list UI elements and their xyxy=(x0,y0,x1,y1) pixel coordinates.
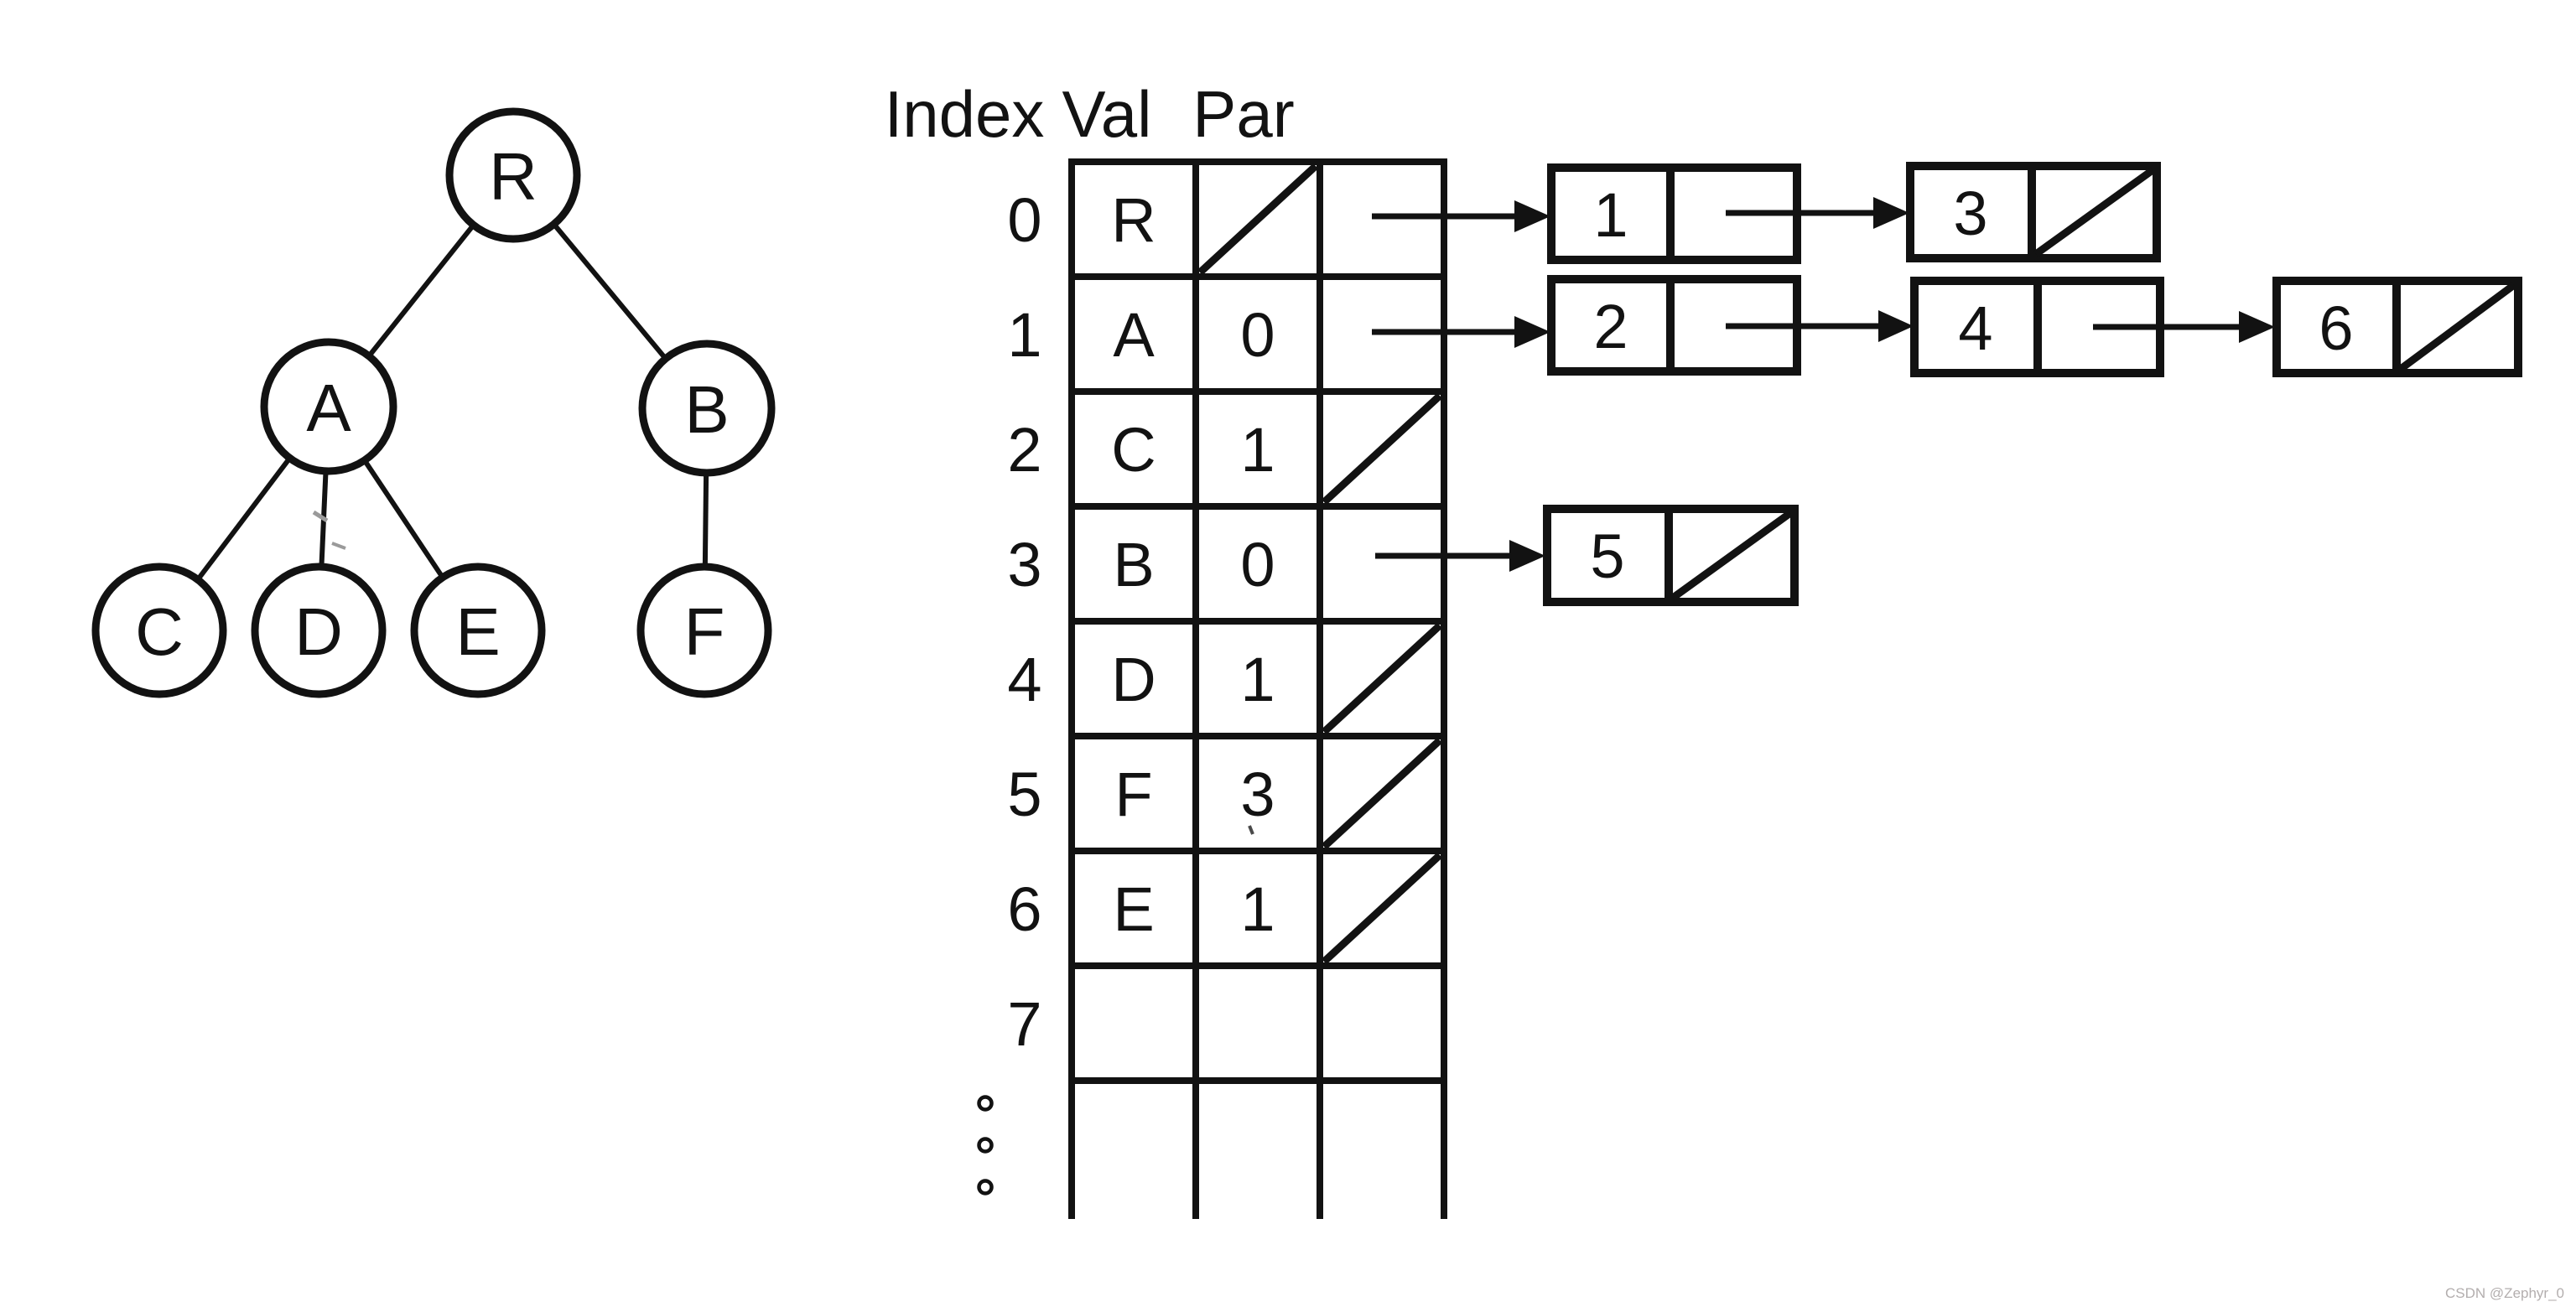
null-slash xyxy=(1670,510,1793,601)
val-cell: A xyxy=(1113,300,1155,370)
watermark: CSDN @Zephyr_0 xyxy=(2445,1285,2564,1301)
null-slash-ptr-row4 xyxy=(1321,622,1443,735)
tree-node-B: B xyxy=(638,340,776,477)
list-node-value: 6 xyxy=(2319,293,2353,363)
row-index-label: 6 xyxy=(1007,874,1041,944)
column-header-val: Val xyxy=(1062,77,1152,151)
tree-node-label: A xyxy=(306,371,351,445)
tree-node-A: A xyxy=(260,338,397,475)
tree-node-C: C xyxy=(91,563,227,698)
row-index-label: 1 xyxy=(1007,300,1041,370)
arrow-row0-to-list xyxy=(1372,200,1550,232)
tree-node-label: R xyxy=(489,139,538,214)
arrow-row3-to-list xyxy=(1375,540,1545,572)
par-cell: 1 xyxy=(1240,874,1275,944)
null-slash-ptr-row6 xyxy=(1321,852,1443,965)
list-node-3: 3 xyxy=(1906,162,2161,262)
par-cell: 1 xyxy=(1240,415,1275,485)
null-slash xyxy=(2398,282,2516,372)
list-node-2: 2 xyxy=(1547,275,1914,376)
tree-node-R: R xyxy=(445,107,581,243)
continuation-dots xyxy=(977,1095,994,1195)
tree-node-E: E xyxy=(410,563,546,698)
tree-node-label: F xyxy=(684,594,725,669)
list-node-value: 3 xyxy=(1953,179,1987,248)
tree-node-D: D xyxy=(251,563,387,698)
list-node-value: 4 xyxy=(1958,293,1992,363)
row-index-label: 7 xyxy=(1007,989,1041,1059)
row-index-label: 3 xyxy=(1007,530,1041,599)
smudge-mark xyxy=(312,510,329,523)
list-node-6: 6 xyxy=(2272,277,2522,377)
val-cell: R xyxy=(1111,185,1156,255)
par-cell: 0 xyxy=(1240,530,1275,599)
row-index-label: 0 xyxy=(1007,185,1041,255)
val-cell: D xyxy=(1111,645,1156,714)
list-node-1: 1 xyxy=(1547,163,1909,264)
row-index-label: 2 xyxy=(1007,415,1041,485)
par-cell: 0 xyxy=(1240,300,1275,370)
val-cell: C xyxy=(1111,415,1156,485)
column-header-par: Par xyxy=(1192,77,1294,151)
tree-node-label: E xyxy=(455,594,500,669)
linked-lists: 1 3 2 4 6 xyxy=(1543,162,2522,606)
null-slash-ptr-row2 xyxy=(1321,392,1443,506)
list-node-4: 4 xyxy=(1910,277,2275,377)
list-node-value: 5 xyxy=(1590,521,1624,591)
arrow-row1-to-list xyxy=(1372,316,1550,348)
null-slash-par-row0 xyxy=(1197,163,1319,276)
list-node-5: 5 xyxy=(1543,505,1799,606)
tree-node-label: D xyxy=(294,594,343,669)
children-array-table: Index Val Par 0 1 2 3 4 5 6 7 xyxy=(885,77,1550,1219)
val-cell: F xyxy=(1114,760,1152,829)
smudge-mark xyxy=(1248,825,1254,835)
val-cell: E xyxy=(1113,874,1154,944)
row-index-label: 5 xyxy=(1007,760,1041,829)
null-slash xyxy=(2033,167,2155,257)
tree: R A B C D E F xyxy=(91,107,776,698)
tree-node-label: B xyxy=(684,372,729,447)
tree-node-label: C xyxy=(135,594,184,669)
val-cell: B xyxy=(1113,530,1154,599)
list-node-value: 1 xyxy=(1593,180,1628,250)
table-grid xyxy=(1068,158,1447,1219)
par-cell: 1 xyxy=(1240,645,1275,714)
smudge-mark xyxy=(331,542,346,550)
row-index-label: 4 xyxy=(1007,645,1041,714)
tree-node-F: F xyxy=(636,563,772,698)
column-header-index: Index xyxy=(885,77,1045,151)
par-cell: 3 xyxy=(1240,760,1275,829)
null-slash-ptr-row5 xyxy=(1321,737,1443,850)
list-node-value: 2 xyxy=(1593,292,1628,361)
